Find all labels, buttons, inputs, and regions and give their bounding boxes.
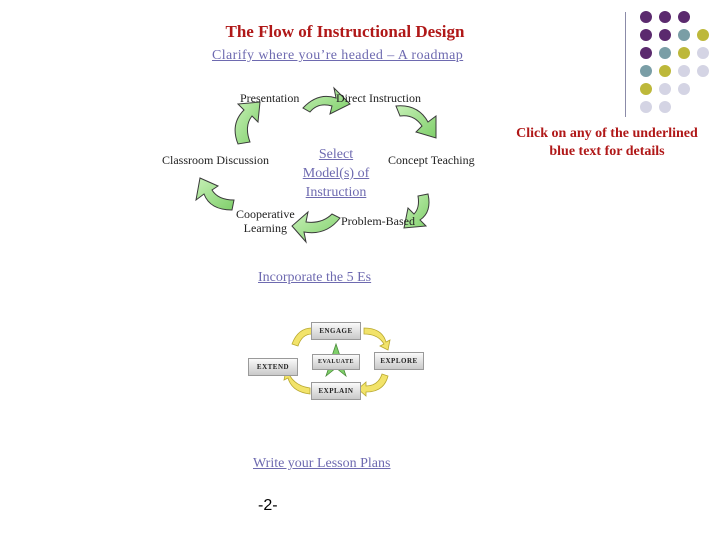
write-lesson-plans-link[interactable]: Write your Lesson Plans	[253, 456, 391, 471]
five-e-evaluate: EVALUATE	[312, 354, 360, 370]
five-e-arrow-icon	[363, 327, 391, 351]
cycle-label-presentation: Presentation	[240, 91, 300, 105]
cycle-label-concept-teaching: Concept Teaching	[388, 153, 475, 167]
instructions-note: Click on any of the underlined blue text…	[516, 126, 698, 159]
five-e-extend: EXTEND	[248, 358, 298, 376]
five-e-engage: ENGAGE	[311, 322, 361, 340]
cycle-label-cooperative-line1: Cooperative	[236, 207, 295, 221]
select-models-link[interactable]: Select Model(s) of Instruction	[290, 145, 382, 202]
cycle-arrow-icon	[395, 105, 437, 139]
cycle-arrow-icon	[403, 193, 430, 229]
cycle-label-problem-based: Problem-Based	[341, 214, 415, 228]
cycle-label-cooperative-line2: Learning	[243, 221, 287, 235]
cycle-label-cooperative-learning: Cooperative Learning	[236, 207, 295, 235]
cycle-arrow-icon	[291, 210, 341, 244]
cycle-label-classroom-discussion: Classroom Discussion	[162, 153, 270, 167]
select-models-link-line1[interactable]: Select	[318, 147, 354, 162]
five-e-explore: EXPLORE	[374, 352, 424, 370]
page-number: -2-	[258, 497, 278, 514]
cycle-arrow-icon	[234, 101, 261, 145]
five-e-arrow-icon	[357, 373, 389, 397]
cycle-label-direct-instruction: Direct Instruction	[336, 91, 421, 105]
five-e-diagram: ENGAGE EXPLORE EXPLAIN EXTEND EVALUATE	[248, 320, 424, 400]
cycle-arrow-icon	[302, 86, 351, 115]
five-e-explain: EXPLAIN	[311, 382, 361, 400]
cycle-arrow-icon	[195, 177, 235, 211]
select-models-link-line3[interactable]: Instruction	[305, 185, 367, 200]
incorporate-5es-link[interactable]: Incorporate the 5 Es	[258, 270, 372, 285]
roadmap-subtitle: Clarify where you’re headed – A roadmap	[212, 48, 464, 63]
page-title: The Flow of Instructional Design	[225, 22, 465, 41]
select-models-link-line2[interactable]: Model(s) of	[302, 166, 370, 181]
